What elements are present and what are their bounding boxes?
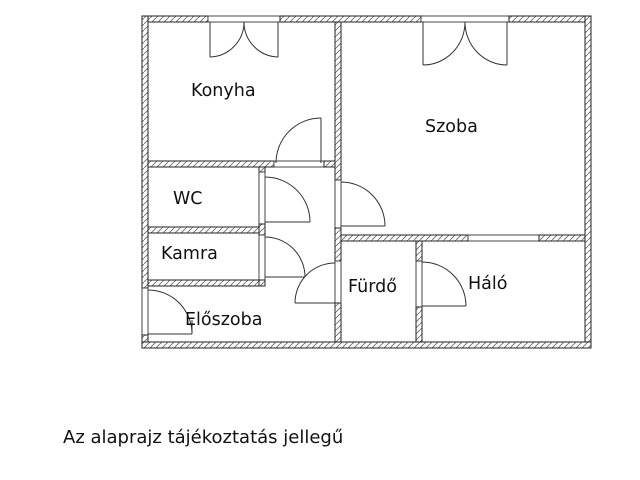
wc-wall-b [258, 223, 266, 236]
room-label-bedroom: Háló [468, 274, 507, 294]
entrance-door-icon [147, 289, 193, 335]
room-label-living-room: Szoba [425, 117, 478, 137]
divider-wall-1 [334, 21, 342, 181]
living-room-bottom-wall-left [340, 234, 469, 242]
bathroom-door-opening [334, 260, 342, 304]
room-label-toilet: WC [173, 189, 203, 209]
doors [147, 21, 508, 335]
bedroom-sliding-opening [467, 234, 540, 242]
pantry-door-opening [258, 234, 266, 281]
divider-wall-2 [334, 227, 342, 262]
divider-wall-3 [334, 302, 342, 343]
bedroom-door-opening [415, 260, 423, 308]
kitchen-double-door-icon [209, 21, 279, 58]
pantry-door-icon [264, 236, 306, 278]
bath-bedroom-wall-upper [415, 240, 423, 262]
wc-door-icon [264, 176, 311, 223]
wc-door-opening [258, 171, 266, 225]
kitchen-window [207, 15, 281, 23]
top-wall-left [141, 15, 209, 23]
wc-pantry-wall [147, 226, 260, 234]
kitchen-bottom-wall-right [323, 160, 336, 168]
top-wall-right [508, 15, 592, 23]
room-label-bathroom: Fürdő [348, 277, 397, 297]
room-labels: Konyha Szoba WC Kamra Előszoba Fürdő Hál… [161, 81, 507, 330]
living-room-door-icon [340, 181, 386, 227]
pantry-bottom-wall [147, 279, 260, 287]
room-label-hallway: Előszoba [185, 310, 262, 330]
bath-bedroom-wall-lower [415, 306, 423, 343]
kitchen-door-opening [273, 160, 325, 168]
bottom-wall [141, 341, 592, 349]
living-room-double-door-icon [422, 21, 508, 66]
room-label-pantry: Kamra [161, 244, 218, 264]
wc-wall-a [258, 166, 266, 173]
entrance-opening [141, 287, 149, 336]
bathroom-door-icon [294, 262, 336, 304]
top-wall-middle [279, 15, 422, 23]
right-wall [584, 15, 592, 349]
living-room-door-opening [334, 179, 342, 229]
plan-caption: Az alaprajz tájékoztatás jellegű [63, 427, 344, 448]
kitchen-door-icon [275, 117, 322, 164]
living-room-window [420, 15, 510, 23]
room-label-kitchen: Konyha [191, 81, 256, 101]
bedroom-door-icon [421, 261, 467, 307]
wc-wall-c [258, 279, 266, 287]
living-room-bottom-wall-right [538, 234, 586, 242]
kitchen-bottom-wall-left [147, 160, 275, 168]
outer-walls [141, 15, 592, 349]
interior-walls [147, 21, 586, 343]
left-wall-upper [141, 15, 149, 289]
